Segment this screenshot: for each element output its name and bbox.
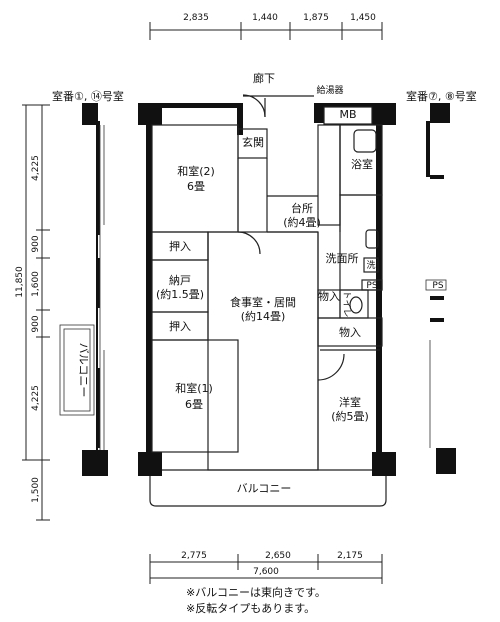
left-total: 11,850 <box>15 266 25 298</box>
yokushitsu-label: 浴室 <box>351 157 373 171</box>
sen-label: 洗 <box>366 259 375 271</box>
washitsu1-name: 和室(1) <box>175 381 213 395</box>
daidokoro-size: (約4畳) <box>283 215 321 229</box>
toilet-label: トイレ <box>341 290 351 317</box>
note-reverse-type: ※反転タイプもあります。 <box>186 602 316 615</box>
daidokoro-name: 台所 <box>291 201 313 215</box>
youshitsu-size: (約5畳) <box>331 409 369 423</box>
washitsu2-name: 和室(2) <box>177 164 215 178</box>
water-heater-label: 給湯器 <box>316 84 343 96</box>
nando-size: (約1.5畳) <box>156 287 204 301</box>
monoire2-label: 物入 <box>339 325 361 339</box>
bottom-total: 7,600 <box>253 567 279 577</box>
shokuji-size: (約14畳) <box>241 309 286 323</box>
left-dim-4: 900 <box>31 315 41 332</box>
mb-label: MB <box>339 108 356 121</box>
left-dim-5: 4,225 <box>31 385 41 411</box>
senmenjo-label: 洗面所 <box>326 252 359 265</box>
top-dim-4: 1,450 <box>350 13 376 23</box>
oshiire1-label: 押入 <box>169 239 191 253</box>
left-dim-1: 4,225 <box>31 155 41 181</box>
top-dim-1: 2,835 <box>183 13 209 23</box>
ps-right-label: PS <box>432 281 443 291</box>
ps-label: PS <box>366 281 377 291</box>
nando-name: 納戸 <box>169 274 191 287</box>
monoire1-label: 物入 <box>318 289 340 303</box>
unit-label-right: 室番⑦, ⑧号室 <box>406 89 477 103</box>
washitsu2-size: 6畳 <box>187 180 205 193</box>
bottom-dim-3: 2,175 <box>337 551 363 561</box>
balcony-label: バルコニー <box>237 482 292 495</box>
bottom-dim-2: 2,650 <box>265 551 291 561</box>
unit-label-left: 室番①, ⑭号室 <box>52 89 124 103</box>
left-dim-3: 1,600 <box>31 271 41 297</box>
left-dim-2: 900 <box>31 235 41 252</box>
bottom-dim-1: 2,775 <box>181 551 207 561</box>
top-dim-3: 1,875 <box>303 13 329 23</box>
genkan-label: 玄関 <box>242 135 264 149</box>
corridor-label: 廊下 <box>253 71 275 85</box>
balcony-side-label: バルコニー <box>77 343 90 398</box>
shokuji-name: 食事室・居間 <box>230 295 296 309</box>
left-dim-6: 1,500 <box>31 477 41 503</box>
washitsu1-size: 6畳 <box>185 398 203 411</box>
note-balcony-direction: ※バルコニーは東向きです。 <box>186 586 326 599</box>
oshiire2-label: 押入 <box>169 319 191 333</box>
youshitsu-name: 洋室 <box>339 395 361 409</box>
top-dim-2: 1,440 <box>252 13 278 23</box>
